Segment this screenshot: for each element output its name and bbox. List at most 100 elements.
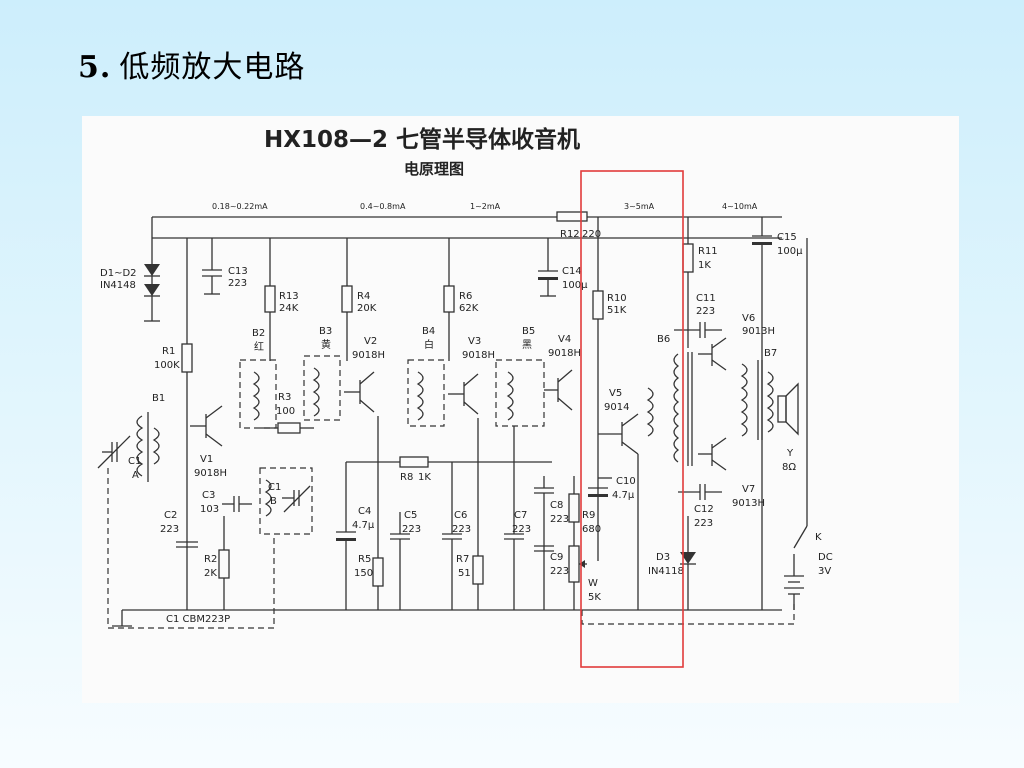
current-label-2: 0.4~0.8mA xyxy=(360,202,406,211)
c12-value: 223 xyxy=(694,518,713,529)
slide-title: 5.低频放大电路 xyxy=(78,42,305,86)
c13-value: 223 xyxy=(228,278,247,289)
transistor-v3 xyxy=(448,373,479,415)
resistor-r7 xyxy=(472,418,484,610)
capacitor-c8 xyxy=(534,476,554,610)
r13-label: R13 xyxy=(279,291,299,302)
potentiometer-w xyxy=(568,545,587,610)
b2-color: 红 xyxy=(254,340,264,353)
c8-value: 223 xyxy=(550,514,569,525)
coil-b2 xyxy=(252,371,260,421)
c15-label: C15 xyxy=(777,232,797,243)
b3-label: B3 xyxy=(319,326,332,337)
transistor-v6 xyxy=(698,337,727,371)
b4-label: B4 xyxy=(422,326,435,337)
d1-d2-label: D1~D2 xyxy=(100,268,137,279)
b3-color: 黄 xyxy=(321,338,331,351)
diagram-title: HX108—2 七管半导体收音机 xyxy=(264,126,580,153)
r9-label: R9 xyxy=(582,510,595,521)
resistor-r11 xyxy=(682,217,694,348)
resistor-r2 xyxy=(218,516,230,610)
r9-value: 680 xyxy=(582,524,601,535)
b2-box xyxy=(239,359,277,429)
c6-value: 223 xyxy=(452,524,471,535)
current-label-4: 3~5mA xyxy=(624,202,655,211)
r11-value: 1K xyxy=(698,260,711,271)
resistor-r10 xyxy=(592,217,604,561)
c14-value: 100μ xyxy=(562,280,588,291)
highlight-box xyxy=(580,170,684,668)
r3-label: R3 xyxy=(278,392,291,403)
r4-label: R4 xyxy=(357,291,370,302)
coil-b5 xyxy=(506,371,514,421)
capacitor-c4 xyxy=(336,462,356,610)
c4-label: C4 xyxy=(358,506,371,517)
capacitor-c5 xyxy=(390,512,410,610)
gang-link-left xyxy=(107,468,275,629)
b5-label: B5 xyxy=(522,326,535,337)
schematic-diagram: HX108—2 七管半导体收音机 电原理图 0.18~0.22mA 0.4~0.… xyxy=(97,126,833,668)
battery-label: DC xyxy=(818,552,833,563)
capacitor-c3 xyxy=(222,496,252,512)
capacitor-c13 xyxy=(202,238,222,295)
c9-value: 223 xyxy=(550,566,569,577)
capacitor-c1a xyxy=(97,435,131,469)
b5-color: 黑 xyxy=(522,339,532,351)
capacitor-c12 xyxy=(678,484,722,500)
r3-value: 100 xyxy=(276,406,295,417)
v7-value: 9013H xyxy=(732,498,765,509)
c1-bottom-label: C1 CBM223P xyxy=(166,614,230,625)
capacitor-c11 xyxy=(674,322,722,338)
slide-heading: 低频放大电路 xyxy=(119,50,306,85)
d1-d2-value: IN4148 xyxy=(100,280,136,291)
r5-label: R5 xyxy=(358,554,371,565)
r7-value: 51 xyxy=(458,568,471,579)
current-label-3: 1~2mA xyxy=(470,202,501,211)
v1-label: V1 xyxy=(200,454,213,465)
v6-value: 9013H xyxy=(742,326,775,337)
c3-value: 103 xyxy=(200,504,219,515)
capacitor-c10 xyxy=(588,477,612,497)
b4-color: 白 xyxy=(424,338,434,351)
b7-label: B7 xyxy=(764,348,777,359)
resistor-r13 xyxy=(264,238,276,361)
top-rail xyxy=(151,211,782,239)
b4-box xyxy=(407,359,445,427)
switch-k xyxy=(793,238,808,576)
c5-value: 223 xyxy=(402,524,421,535)
r13-value: 24K xyxy=(279,303,299,314)
c2-value: 223 xyxy=(160,524,179,535)
r1-value: 100K xyxy=(154,360,180,371)
capacitor-c14 xyxy=(538,238,558,297)
coil-b3 xyxy=(312,367,320,417)
transistor-v1 xyxy=(190,405,223,447)
b2-label: B2 xyxy=(252,328,265,339)
c12-label: C12 xyxy=(694,504,714,515)
v5-label: V5 xyxy=(609,388,622,399)
transistor-v7 xyxy=(698,437,727,471)
r11-label: R11 xyxy=(698,246,718,257)
transistor-v2 xyxy=(344,371,375,413)
capacitor-c2 xyxy=(176,541,198,548)
r2-value: 2K xyxy=(204,568,217,579)
diodes-d1-d2 xyxy=(144,238,160,322)
v3-label: V3 xyxy=(468,336,481,347)
b5-box xyxy=(495,359,545,427)
transformer-b1 xyxy=(136,412,160,482)
capacitor-c6 xyxy=(442,462,462,610)
d3-value: IN4118 xyxy=(648,566,684,577)
diagram-subtitle: 电原理图 xyxy=(404,160,464,178)
current-label-1: 0.18~0.22mA xyxy=(212,202,268,211)
r6-label: R6 xyxy=(459,291,472,302)
resistor-r6 xyxy=(443,238,455,361)
switch-label: K xyxy=(815,532,822,543)
current-label-5: 4~10mA xyxy=(722,202,758,211)
r4-value: 20K xyxy=(357,303,377,314)
v4-value: 9018H xyxy=(548,348,581,359)
capacitor-c1b xyxy=(264,479,311,517)
r12-label: R12 xyxy=(560,229,580,240)
w-value: 5K xyxy=(588,592,601,603)
c13-label: C13 xyxy=(228,266,248,277)
diode-d3 xyxy=(680,516,696,610)
c2-label: C2 xyxy=(164,510,177,521)
